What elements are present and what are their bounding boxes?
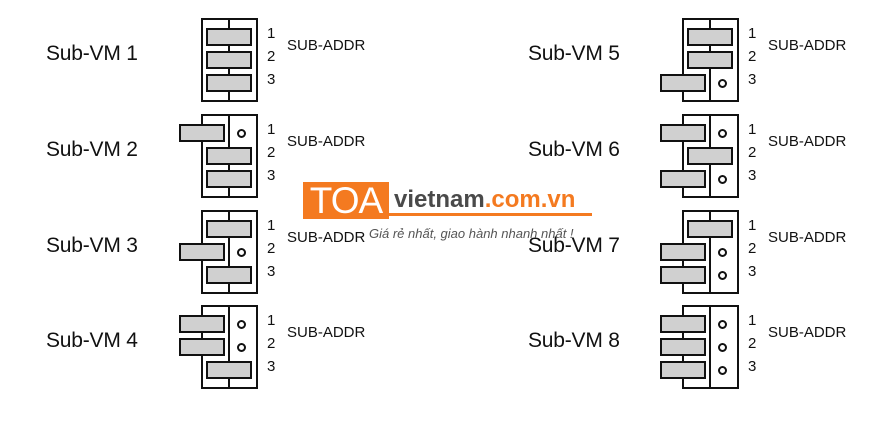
pin-number: 3 (748, 263, 757, 280)
dip-switch-lever-3 (206, 170, 252, 188)
dip-switch-divider (228, 212, 230, 292)
dip-switch-lever-3 (206, 361, 252, 379)
dip-switch-hole-icon (237, 320, 246, 329)
sub-addr-label: SUB-ADDR (287, 229, 366, 246)
dip-switch-hole-icon (718, 366, 727, 375)
pin-number: 1 (267, 25, 276, 42)
dip-switch-lever-2 (179, 243, 225, 261)
dip-switch-hole-icon (718, 343, 727, 352)
dip-switch-lever-2 (660, 338, 706, 356)
sub-vm-unit: Sub-VM 8 1 2 3 SUB-ADDR (528, 305, 895, 401)
pin-number: 3 (267, 263, 276, 280)
pin-number: 2 (748, 335, 757, 352)
sub-vm-unit: Sub-VM 5 1 2 3 SUB-ADDR (528, 18, 895, 114)
sub-vm-label: Sub-VM 6 (528, 138, 620, 161)
sub-addr-label: SUB-ADDR (287, 37, 366, 54)
dip-switch-divider (228, 307, 230, 387)
dip-switch-lever-1 (179, 124, 225, 142)
watermark-site: vietnam.com.vn (394, 187, 575, 213)
pin-number: 3 (267, 71, 276, 88)
pin-number: 1 (748, 217, 757, 234)
pin-number: 3 (748, 358, 757, 375)
sub-vm-label: Sub-VM 3 (46, 234, 138, 257)
watermark-brand: TOA (303, 182, 389, 219)
dip-switch-lever-1 (687, 28, 733, 46)
sub-vm-label: Sub-VM 7 (528, 234, 620, 257)
dip-switch-divider (709, 307, 711, 387)
dip-switch-hole-icon (237, 129, 246, 138)
dip-switch-lever-1 (660, 124, 706, 142)
pin-number: 2 (748, 240, 757, 257)
sub-addr-label: SUB-ADDR (768, 324, 847, 341)
sub-vm-label: Sub-VM 1 (46, 42, 138, 65)
pin-number: 2 (267, 240, 276, 257)
watermark-site-main: vietnam (394, 186, 485, 213)
dip-switch-lever-2 (179, 338, 225, 356)
watermark-site-domain: .com.vn (484, 186, 576, 213)
dip-switch-hole-icon (237, 343, 246, 352)
sub-vm-unit: Sub-VM 2 1 2 3 SUB-ADDR (46, 114, 466, 210)
dip-switch-hole-icon (718, 129, 727, 138)
dip-switch-hole-icon (718, 248, 727, 257)
dip-switch-lever-1 (206, 220, 252, 238)
pin-number: 3 (748, 71, 757, 88)
dip-switch-lever-1 (660, 315, 706, 333)
dip-switch-hole-icon (237, 248, 246, 257)
sub-addr-label: SUB-ADDR (768, 229, 847, 246)
watermark-underline (387, 213, 592, 216)
pin-number: 2 (267, 335, 276, 352)
pin-number: 2 (748, 48, 757, 65)
pin-number: 2 (267, 144, 276, 161)
dip-switch-lever-3 (660, 361, 706, 379)
dip-switch-hole-icon (718, 79, 727, 88)
pin-number: 2 (267, 48, 276, 65)
dip-switch-lever-3 (660, 170, 706, 188)
dip-switch-lever-1 (206, 28, 252, 46)
sub-addr-label: SUB-ADDR (287, 324, 366, 341)
dip-switch-lever-2 (206, 51, 252, 69)
watermark-slogan: Giá rẻ nhất, giao hành nhanh nhất ! (369, 226, 574, 241)
pin-number: 1 (748, 25, 757, 42)
sub-vm-label: Sub-VM 5 (528, 42, 620, 65)
dip-switch-hole-icon (718, 320, 727, 329)
sub-vm-label: Sub-VM 8 (528, 329, 620, 352)
sub-vm-unit: Sub-VM 7 1 2 3 SUB-ADDR (528, 210, 895, 306)
sub-vm-label: Sub-VM 4 (46, 329, 138, 352)
dip-switch-lever-2 (687, 51, 733, 69)
sub-vm-unit: Sub-VM 1 1 2 3 SUB-ADDR (46, 18, 466, 114)
dip-switch-lever-3 (206, 266, 252, 284)
sub-addr-label: SUB-ADDR (768, 133, 847, 150)
sub-vm-label: Sub-VM 2 (46, 138, 138, 161)
dip-switch-lever-2 (660, 243, 706, 261)
dip-switch-lever-3 (206, 74, 252, 92)
pin-number: 2 (748, 144, 757, 161)
dip-switch-lever-3 (660, 266, 706, 284)
pin-number: 3 (267, 167, 276, 184)
dip-switch-lever-3 (660, 74, 706, 92)
dip-switch-divider (709, 212, 711, 292)
dip-switch-lever-2 (687, 147, 733, 165)
dip-switch-hole-icon (718, 271, 727, 280)
sub-addr-label: SUB-ADDR (768, 37, 847, 54)
dip-switch-hole-icon (718, 175, 727, 184)
pin-number: 3 (267, 358, 276, 375)
pin-number: 1 (267, 121, 276, 138)
sub-vm-unit: Sub-VM 6 1 2 3 SUB-ADDR (528, 114, 895, 210)
sub-addr-label: SUB-ADDR (287, 133, 366, 150)
pin-number: 3 (748, 167, 757, 184)
pin-number: 1 (748, 312, 757, 329)
pin-number: 1 (267, 312, 276, 329)
pin-number: 1 (267, 217, 276, 234)
sub-vm-unit: Sub-VM 3 1 2 3 SUB-ADDR (46, 210, 466, 306)
dip-switch-lever-1 (179, 315, 225, 333)
dip-switch-lever-1 (687, 220, 733, 238)
pin-number: 1 (748, 121, 757, 138)
sub-vm-unit: Sub-VM 4 1 2 3 SUB-ADDR (46, 305, 466, 401)
dip-switch-lever-2 (206, 147, 252, 165)
